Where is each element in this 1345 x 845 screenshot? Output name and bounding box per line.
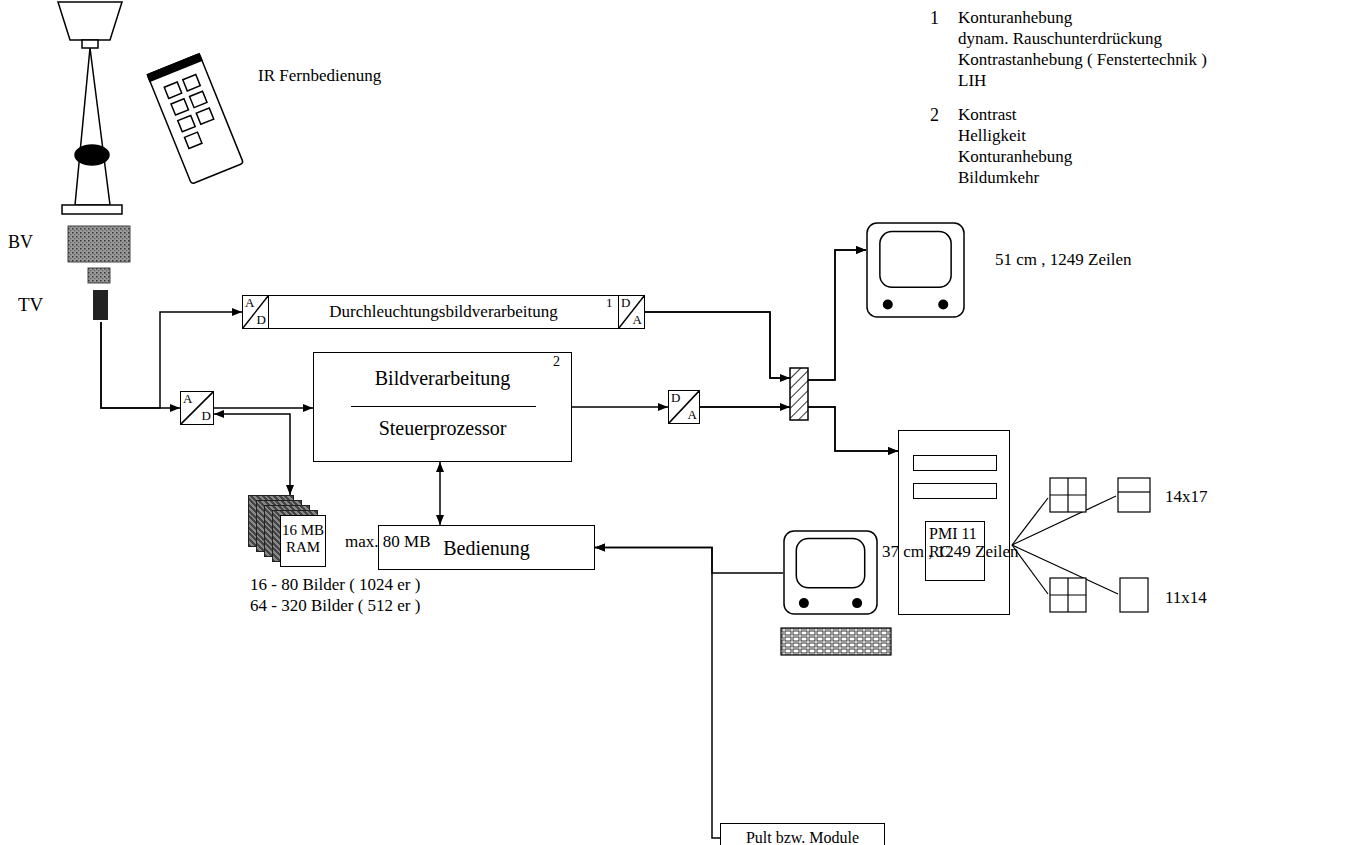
monitor-node: 37 cm , 1249 Zeilen bbox=[783, 530, 1083, 615]
memory-sheet: 16 MB RAM bbox=[280, 515, 326, 567]
monitor-case bbox=[867, 223, 964, 317]
converter-letter: A bbox=[245, 296, 254, 311]
connector-line bbox=[572, 406, 668, 408]
xray-tube bbox=[58, 2, 122, 214]
memory-note: 64 - 320 Bilder ( 512 er ) bbox=[250, 596, 420, 616]
monitor-knob bbox=[938, 300, 948, 310]
camera-node: TV bbox=[18, 288, 110, 322]
process-box: Pult bzw. Module bbox=[720, 823, 885, 845]
monitor-knob bbox=[799, 598, 809, 608]
connector-line bbox=[595, 548, 783, 574]
paper-slot bbox=[913, 455, 997, 471]
monitor-screen bbox=[880, 232, 951, 288]
process-box: DurchleuchtungsbildverarbeitungADDA bbox=[242, 295, 645, 329]
monitor-case bbox=[784, 531, 877, 614]
monitor-symbol bbox=[866, 222, 965, 318]
keyboard bbox=[781, 628, 891, 655]
note-text: LIH bbox=[958, 71, 986, 91]
camera-body bbox=[93, 290, 108, 320]
connector-line bbox=[214, 407, 313, 409]
connector-line bbox=[101, 322, 180, 408]
converter-letter: D bbox=[671, 391, 680, 406]
diagonal-line bbox=[619, 296, 644, 328]
video-switch bbox=[790, 368, 808, 420]
monitor-knob bbox=[852, 598, 862, 608]
image-intensifier bbox=[68, 226, 130, 262]
monitor-knob bbox=[883, 300, 893, 310]
connector-line bbox=[439, 462, 441, 525]
diagonal-line bbox=[243, 296, 268, 328]
processor-box: BildverarbeitungSteuerprozessor bbox=[313, 352, 572, 462]
connector-line bbox=[645, 250, 866, 380]
format-label: 14x17 bbox=[1165, 487, 1208, 507]
connector-line bbox=[101, 312, 242, 408]
connector-line bbox=[214, 414, 290, 495]
converter-letter: A bbox=[183, 392, 192, 407]
arrow-head bbox=[780, 403, 790, 411]
note-text: Bildumkehr bbox=[958, 168, 1039, 188]
callout-number: 2 bbox=[930, 105, 939, 126]
callout-number: 2 bbox=[553, 354, 560, 370]
printer-node: PMI 11 RC bbox=[898, 430, 1010, 615]
monitor-node: 51 cm , 1249 Zeilen bbox=[866, 222, 1186, 318]
note-text: Kontrastanhebung ( Fenstertechnik ) bbox=[958, 50, 1207, 70]
converter-box: AD bbox=[242, 295, 269, 329]
memory-stack: 16 MB RAM bbox=[248, 495, 328, 573]
converter-letter: A bbox=[633, 313, 642, 328]
part-label: BV bbox=[8, 232, 33, 253]
monitor-label: 51 cm , 1249 Zeilen bbox=[995, 250, 1131, 270]
converter-letter: D bbox=[257, 313, 266, 328]
node-text: Durchleuchtungsbildverarbeitung bbox=[269, 302, 618, 322]
note-text: Konturanhebung bbox=[958, 8, 1072, 28]
connector-line bbox=[645, 312, 898, 451]
converter-letter: D bbox=[621, 296, 630, 311]
arrow-head bbox=[780, 374, 790, 382]
converter-letter: D bbox=[202, 409, 211, 424]
callout-number: 1 bbox=[606, 296, 613, 311]
paper-slot bbox=[913, 483, 997, 499]
note-text: dynam. Rauschunterdrückung bbox=[958, 29, 1162, 49]
node-text: Steuerprozessor bbox=[314, 417, 571, 440]
part-label: TV bbox=[18, 294, 43, 316]
monitor-symbol bbox=[783, 530, 878, 615]
diagonal-line bbox=[669, 391, 699, 423]
diagonal-line bbox=[181, 392, 213, 424]
connector-line bbox=[595, 548, 720, 839]
monitor-label: 37 cm , 1249 Zeilen bbox=[882, 542, 1018, 562]
format-label: 11x14 bbox=[1165, 588, 1207, 608]
memory-note: max. 80 MB bbox=[345, 532, 430, 552]
divider-rule bbox=[351, 406, 536, 407]
note-text: Kontrast bbox=[958, 105, 1017, 125]
monitor-screen bbox=[796, 539, 864, 588]
note-text: Konturanhebung bbox=[958, 147, 1072, 167]
node-text: Pult bzw. Module bbox=[721, 829, 884, 845]
optics-block bbox=[88, 268, 110, 283]
converter-box: AD bbox=[180, 391, 214, 425]
callout-number: 1 bbox=[930, 8, 939, 29]
device-label: IR Fernbedienung bbox=[258, 66, 381, 86]
node-text: Bildverarbeitung bbox=[314, 367, 571, 390]
converter-box: DA bbox=[618, 295, 645, 329]
converter-box: DA bbox=[668, 390, 700, 424]
memory-label: 16 MB RAM bbox=[281, 522, 325, 557]
memory-note: 16 - 80 Bilder ( 1024 er ) bbox=[250, 575, 420, 595]
note-text: Helligkeit bbox=[958, 126, 1026, 146]
film-format-lines bbox=[1012, 478, 1150, 612]
connector-line bbox=[700, 250, 866, 407]
ir-remote bbox=[147, 54, 243, 184]
converter-letter: A bbox=[688, 408, 697, 423]
